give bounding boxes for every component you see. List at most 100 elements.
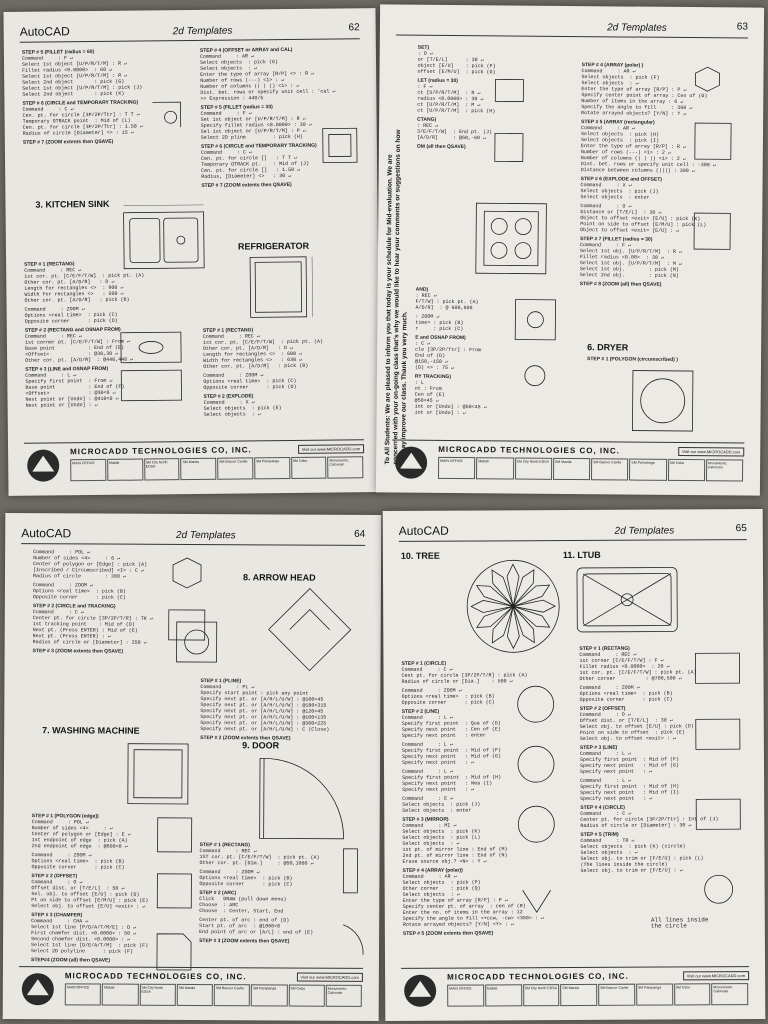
tree-title: 10. TREE: [400, 550, 440, 561]
page-header: AutoCAD 2d Templates 65: [398, 519, 747, 542]
mid-evaluation-note: To All Students: We are pleased to infor…: [384, 129, 409, 465]
door-step-sketches: [342, 848, 364, 955]
washer-step-sketches: [156, 817, 193, 971]
fridge-corner-rect: [322, 127, 358, 164]
kitchen-sink-title: 3. KITCHEN SINK: [35, 198, 110, 210]
arrow-head-title: 8. ARROW HEAD: [242, 572, 316, 583]
side-sketches: [494, 78, 524, 162]
command-line: Select 2nd object : pick (K): [22, 90, 125, 98]
tracking-circle: [184, 629, 210, 655]
app-name: AutoCAD: [21, 526, 72, 541]
command-line: Radius of circle or [Diameter] : 250 ↵: [32, 639, 147, 646]
chamfer-sketch: [156, 933, 192, 971]
steps-washing-machine: STEP # 1 (POLYGON (edge))Command : POL ↵…: [31, 813, 149, 967]
tree-leaf: [512, 606, 535, 644]
steps-door: STEP # 1 (RECTANG)Command : REC ↵1ST cor…: [199, 842, 320, 948]
sink-step-sketches: [120, 331, 182, 402]
branch-item: Makati: [106, 458, 143, 481]
array-rect-sketch: [694, 122, 732, 160]
sink-bowl-left: [129, 217, 161, 264]
side-sketch-rect-2: [494, 132, 524, 162]
branch-item: SM City North EDSA: [514, 457, 552, 480]
drain-circle: [164, 110, 177, 124]
microcadd-logo-icon: [21, 973, 54, 1006]
stove-inner-rect: [483, 210, 539, 267]
main-office-label: MAIN OFFICE: [437, 456, 476, 480]
circle-sketch-circle-2: [524, 365, 546, 387]
steps-refrigerator: STEP # 1 (RECTANG)Command : REC ↵1st cor…: [203, 327, 324, 421]
tree-leaf: [512, 605, 551, 628]
dryer-outer-rect: [632, 370, 694, 432]
branch-item: SM Manila: [180, 457, 217, 481]
branch-item: SM Bacoor Cavite: [590, 458, 629, 481]
website-label: Visit our www.MICROCADD.com: [296, 972, 363, 982]
branch-item: SM City North EDSA: [143, 458, 180, 481]
branch-item: SM Pampanga: [250, 984, 288, 1007]
washing-machine-title: 7. WASHING MACHINE: [42, 725, 140, 736]
command-line: End point of arc or [A/L] : end of (E): [199, 929, 314, 936]
burner-2: [514, 218, 532, 235]
stove-drawing: [475, 202, 547, 275]
tree-leaf: [491, 569, 514, 607]
tree-leaf: [506, 563, 520, 607]
company-name: MICROCADD TECHNOLOGIES CO, INC.: [64, 971, 247, 982]
tree-leaf: [470, 600, 514, 613]
ltub-inner-rect: [582, 573, 672, 627]
command-line: Specify next pt. or [A/H/L/U/W] : C (Clo…: [200, 726, 330, 733]
section-title: 2d Templates: [607, 22, 667, 34]
washing-machine-drawing: [127, 743, 189, 805]
microcadd-logo-icon: [395, 446, 428, 479]
page-number: 64: [354, 528, 366, 540]
washer-step-rect-2: [156, 873, 192, 909]
sink-bowl-right: [163, 217, 199, 263]
washer-step-rect-1: [157, 817, 193, 853]
branch-item: SM Manila: [176, 983, 213, 1007]
tree-leaf: [512, 569, 535, 607]
fridge-dim-line: [311, 256, 313, 317]
main-office-label: MAIN OFFICE: [447, 984, 485, 1007]
arrow-inner-chevron: [289, 609, 331, 631]
kitchen-sink-drawing: [123, 204, 205, 270]
ltub-step-rect-2: [695, 718, 741, 750]
page-footer: MICROCADD TECHNOLOGIES CO, INC. Visit ou…: [401, 966, 750, 1013]
trim-circle-sketch: [704, 874, 734, 904]
hexagon-sketch: [695, 66, 720, 92]
tree-leaf: [506, 606, 520, 650]
branch-item: Makati: [476, 457, 514, 480]
command-line: [A/D/R] : @60,-60 ↵: [416, 134, 487, 142]
array-sketches: [693, 66, 732, 250]
refrigerator-drawing: [249, 256, 313, 318]
section-title: 2d Templates: [614, 525, 675, 537]
tree-leaf: [475, 585, 514, 607]
burner-1: [490, 217, 508, 235]
sink-step-ellipse: [138, 341, 164, 354]
app-name: AutoCAD: [398, 523, 449, 538]
washer-inner-rect: [133, 749, 183, 799]
page-63: 2d Templates 63 To All Students: We are …: [375, 4, 765, 496]
tree-outer-circle: [466, 559, 560, 653]
door-swing-arc: [264, 757, 345, 839]
branch-item: SM Bacoor Cavite: [213, 984, 251, 1007]
page-header: AutoCAD 2d Templates 64: [21, 523, 366, 546]
circle-sketch-circle: [526, 311, 544, 329]
fridge-outer-rect: [249, 256, 308, 318]
branch-item: SM Manila: [560, 983, 598, 1007]
sink-corner-line: [152, 101, 182, 128]
ltub-diagonal-2: [583, 573, 672, 627]
tree-step-circle-1: [517, 685, 555, 723]
section-title: 2d Templates: [172, 25, 233, 38]
sink-corner-sketch: [152, 101, 182, 128]
dryer-step-label: STEP # 1 (POLYGON (circumscribed) ): [587, 356, 678, 363]
tree-leaf: [512, 584, 551, 607]
tree-step-circle-3: [517, 805, 555, 843]
sink-step-rect-2: [120, 369, 182, 402]
tracking-rect: [176, 621, 218, 663]
rect-sketch: [168, 609, 206, 641]
company-name: MICROCADD TECHNOLOGIES CO, INC.: [447, 971, 629, 982]
branch-item: SM Cebu: [288, 984, 325, 1007]
tracking-sketch: [176, 621, 218, 663]
company-name: MICROCADD TECHNOLOGIES CO, INC.: [70, 445, 252, 457]
